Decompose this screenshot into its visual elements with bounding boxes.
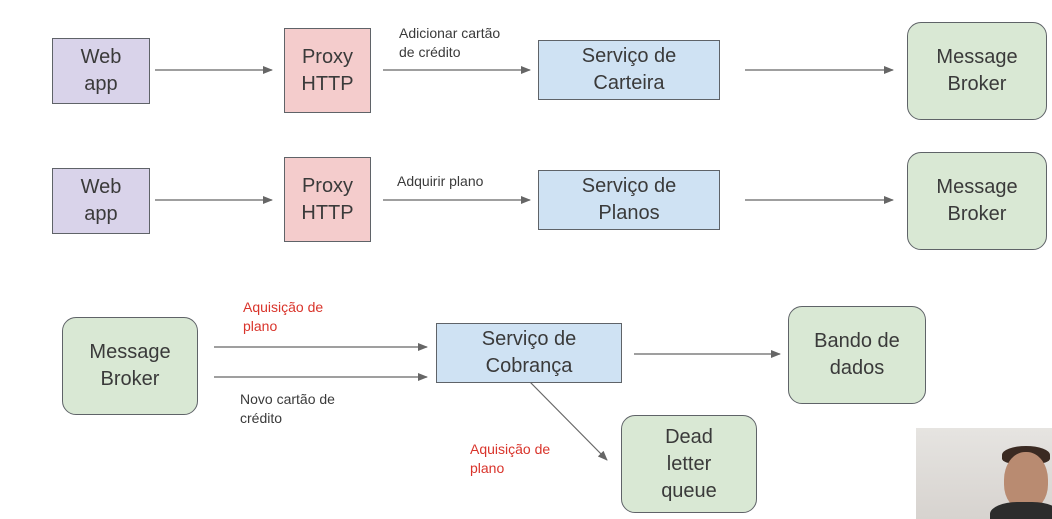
proxy-http-label-2: Proxy HTTP	[301, 174, 354, 224]
dead-letter-queue-node: Dead letter queue	[621, 415, 757, 513]
message-broker-node-2: Message Broker	[907, 152, 1047, 250]
edge-label-adicionar-cartao: Adicionar cartão de crédito	[399, 25, 501, 60]
proxy-http-node-2: Proxy HTTP	[284, 157, 371, 242]
banco-de-dados-node: Bando de dados	[788, 306, 926, 404]
presenter-shirt	[990, 502, 1052, 519]
message-broker-node-3: Message Broker	[62, 317, 198, 415]
edge-label-aquisicao-plano: Aquisição de plano	[243, 299, 324, 334]
edge-label-novo-cartao: Novo cartão de crédito	[240, 391, 335, 426]
servico-cobranca-node: Serviço de Cobrança	[436, 323, 622, 383]
presenter-face	[1004, 452, 1048, 510]
presenter-webcam	[916, 428, 1052, 519]
servico-carteira-label: Serviço de Carteira	[581, 45, 677, 94]
edge-label-dlq-aquisicao-plano: Aquisição de plano	[470, 441, 551, 476]
message-broker-node-1: Message Broker	[907, 22, 1047, 120]
servico-carteira-node: Serviço de Carteira	[538, 40, 720, 100]
servico-planos-node: Serviço de Planos	[538, 170, 720, 230]
web-app-node-2: Web app	[52, 168, 150, 234]
servico-planos-label: Serviço de Planos	[581, 175, 677, 224]
arrow-cobranca-to-dlq	[529, 381, 608, 461]
banco-de-dados-label: Bando de dados	[814, 330, 900, 379]
message-broker-label-1: Message Broker	[936, 46, 1018, 95]
edge-label-adquirir-plano: Adquirir plano	[397, 173, 484, 189]
web-app-label-1: Web app	[80, 46, 122, 95]
servico-cobranca-label: Serviço de Cobrança	[481, 328, 577, 377]
message-broker-label-2: Message Broker	[936, 176, 1018, 225]
dead-letter-queue-label: Dead letter queue	[661, 425, 717, 502]
web-app-node-1: Web app	[52, 38, 150, 104]
message-broker-label-3: Message Broker	[89, 341, 171, 390]
web-app-label-2: Web app	[80, 176, 122, 225]
proxy-http-node-1: Proxy HTTP	[284, 28, 371, 113]
proxy-http-label-1: Proxy HTTP	[301, 45, 354, 95]
